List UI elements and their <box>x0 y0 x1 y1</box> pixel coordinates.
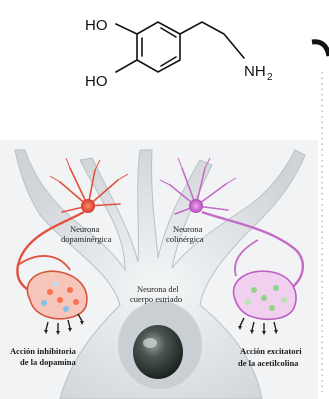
oh-bond-top <box>115 23 138 35</box>
nucleolus <box>143 338 157 348</box>
nucleus <box>133 325 183 379</box>
benzene-ring <box>136 21 181 73</box>
double-bond <box>160 27 177 38</box>
hydroxyl-top-label: HO <box>85 17 108 34</box>
oh-bond-bottom <box>115 59 138 73</box>
neuron-illustration: Neurona dopaminérgica Neurona colinérgic… <box>0 140 318 399</box>
striatal-neuron-body <box>14 149 306 399</box>
cholinergic-soma <box>189 199 203 213</box>
dopaminergic-neuron-label: Neurona dopaminérgica <box>61 224 112 244</box>
cholinergic-neuron <box>159 157 304 292</box>
dopamine-structure: HO HO NH 2 <box>85 17 329 90</box>
double-bond <box>160 56 177 67</box>
dopamine-synapse <box>26 270 88 335</box>
dopaminergic-soma <box>81 199 95 213</box>
acetylcholine-synapse <box>232 270 297 335</box>
hydroxyl-bottom-label: HO <box>85 73 108 90</box>
ethyl-chain <box>179 21 245 59</box>
amine-subscript: 2 <box>267 72 273 83</box>
bracket-fragment <box>311 39 329 57</box>
excitatory-action-label: Acción excitatori de la acetilcolina <box>238 346 304 368</box>
amine-label: NH <box>244 63 266 80</box>
inhibitory-action-label: Acción inhibitoria de la dopamina <box>10 346 78 367</box>
striatal-neuron-label: Neurona del cuerpo estriado <box>130 284 182 304</box>
cholinergic-neuron-label: Neurona colinérgica <box>166 224 204 244</box>
